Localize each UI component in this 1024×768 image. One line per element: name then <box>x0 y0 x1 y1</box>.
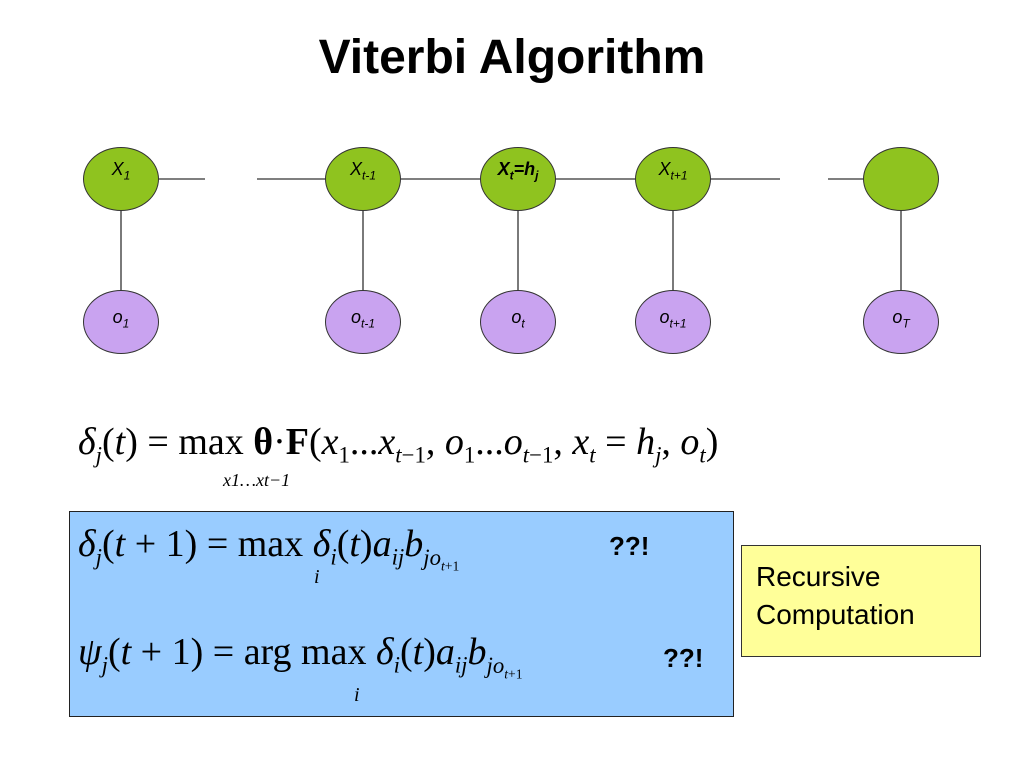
obs-node-o1: o1 <box>83 290 159 354</box>
node-label-sub: 1 <box>123 168 131 183</box>
node-label-sub: t+1 <box>669 316 687 331</box>
question-marks-2: ??! <box>663 643 704 673</box>
node-label-base: o <box>112 307 123 327</box>
node-label-sub: t-1 <box>362 168 377 183</box>
node-label-base: o <box>892 307 903 327</box>
node-label-sub: t <box>521 316 525 331</box>
node-label-sub: T <box>902 316 910 331</box>
node-label-base: X <box>497 159 510 179</box>
node-label-base: o <box>350 307 361 327</box>
obs-node-oT: oT <box>863 290 939 354</box>
node-label-sub: t-1 <box>361 316 376 331</box>
node-label-sub: 1 <box>122 316 130 331</box>
delta-definition-equation: δj(t) = max θ·F(x1...xt−1, o1...ot−1, xt… <box>78 421 719 468</box>
node-label-base: X <box>658 159 671 179</box>
hidden-node-x1: X1 <box>83 147 159 211</box>
node-label-base: X <box>349 159 362 179</box>
callout-line-2: Computation <box>756 599 915 630</box>
argmax-subscript-i: i <box>354 684 360 706</box>
node-label-base: o <box>659 307 670 327</box>
question-marks-1: ??! <box>609 531 650 561</box>
node-label-suffix: =h <box>513 159 536 179</box>
max-subscript: x1…xt−1 <box>223 470 291 490</box>
obs-node-otm1: ot-1 <box>325 290 401 354</box>
recursive-computation-callout: Recursive Computation <box>741 545 981 657</box>
callout-line-1: Recursive <box>756 561 881 592</box>
hidden-node-xT <box>863 147 939 211</box>
node-label-sub: t+1 <box>670 168 688 183</box>
page-title: Viterbi Algorithm <box>318 31 706 84</box>
obs-node-otp1: ot+1 <box>635 290 711 354</box>
max-subscript-i: i <box>314 566 320 588</box>
node-label-sub: t <box>509 168 514 183</box>
hidden-node-xtm1: Xt-1 <box>325 147 401 211</box>
obs-node-ot: ot <box>480 290 556 354</box>
hidden-node-xt: Xt=hj <box>480 147 556 211</box>
recursion-box <box>69 511 734 717</box>
psi-recursion-equation: ψj(t + 1) = arg max δi(t)aijbjot+1 <box>78 631 523 682</box>
delta-recursion-equation: δj(t + 1) = max δi(t)aijbjot+1 <box>78 523 460 574</box>
hidden-node-xtp1: Xt+1 <box>635 147 711 211</box>
node-label-base: X <box>111 159 124 179</box>
node-label-base: o <box>511 307 522 327</box>
node-label-suffix-sub: j <box>535 168 539 183</box>
